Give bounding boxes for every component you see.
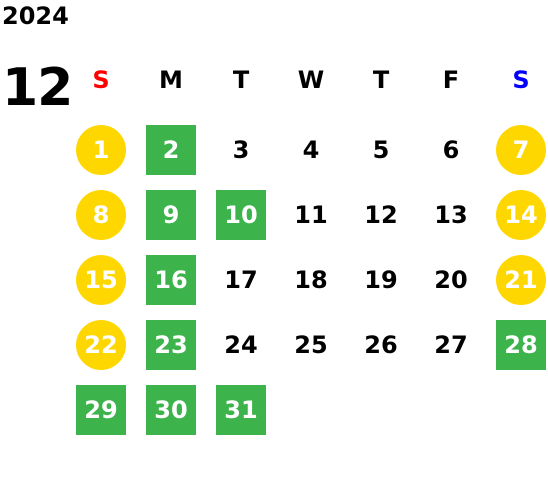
day-cell: 5 [372, 136, 390, 164]
day-cell: 6 [442, 136, 460, 164]
day-cell: 3 [232, 136, 250, 164]
weekday-header: F [442, 66, 460, 94]
day-cell: 7 [496, 125, 546, 175]
day-cell: 12 [364, 201, 398, 229]
day-cell: 1 [76, 125, 126, 175]
day-cell: 19 [364, 266, 398, 294]
day-cell: 17 [224, 266, 258, 294]
day-cell: 8 [76, 190, 126, 240]
day-cell: 4 [302, 136, 320, 164]
weekday-header: T [232, 66, 250, 94]
weekday-header: M [159, 66, 183, 94]
day-cell: 24 [224, 331, 258, 359]
day-cell: 10 [216, 190, 266, 240]
day-cell: 27 [434, 331, 468, 359]
month-label: 12 [2, 58, 73, 118]
day-cell: 22 [76, 320, 126, 370]
day-cell: 18 [294, 266, 328, 294]
day-cell: 26 [364, 331, 398, 359]
year-label: 2024 [2, 2, 69, 30]
day-cell: 16 [146, 255, 196, 305]
day-cell: 15 [76, 255, 126, 305]
day-cell: 2 [146, 125, 196, 175]
weekday-header: W [297, 66, 325, 94]
day-cell: 11 [294, 201, 328, 229]
day-cell: 30 [146, 385, 196, 435]
day-cell: 25 [294, 331, 328, 359]
day-cell: 23 [146, 320, 196, 370]
day-cell: 28 [496, 320, 546, 370]
weekday-header: T [372, 66, 390, 94]
day-cell: 20 [434, 266, 468, 294]
weekday-header: S [92, 66, 110, 94]
day-cell: 14 [496, 190, 546, 240]
day-cell: 31 [216, 385, 266, 435]
day-cell: 29 [76, 385, 126, 435]
day-cell: 13 [434, 201, 468, 229]
day-cell: 9 [146, 190, 196, 240]
weekday-header: S [512, 66, 530, 94]
day-cell: 21 [496, 255, 546, 305]
